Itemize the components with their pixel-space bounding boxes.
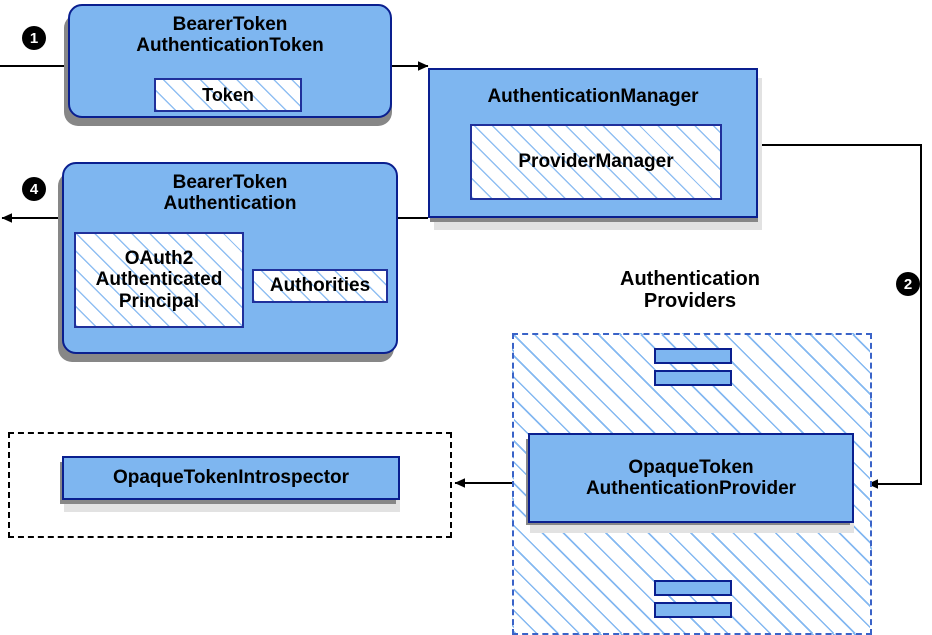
opaque-token-introspector-title: OpaqueTokenIntrospector — [112, 467, 350, 489]
opaque-token-introspector-box[interactable]: OpaqueTokenIntrospector — [62, 456, 400, 500]
provider-bar-bottom-1 — [654, 580, 732, 596]
provider-bar-top-2 — [654, 370, 732, 386]
provider-bar-top-1 — [654, 348, 732, 364]
authentication-providers-label: Authentication Providers — [620, 268, 760, 313]
step-badge-4: 4 — [22, 177, 46, 201]
authorities-inner-box[interactable]: Authorities — [252, 269, 388, 303]
token-inner-box[interactable]: Token — [154, 78, 302, 112]
oauth2-authenticated-principal-inner-box[interactable]: OAuth2 Authenticated Principal — [74, 232, 244, 328]
provider-bar-bottom-2 — [654, 602, 732, 618]
authentication-manager-title: AuthenticationManager — [487, 86, 699, 107]
bearer-token-authentication-box[interactable]: BearerToken Authentication OAuth2 Authen… — [62, 162, 398, 354]
provider-manager-inner-box[interactable]: ProviderManager — [470, 124, 722, 200]
opaque-token-authentication-provider-title: OpaqueToken AuthenticationProvider — [585, 456, 797, 499]
authentication-manager-box[interactable]: AuthenticationManager ProviderManager — [428, 68, 758, 218]
bearer-token-authentication-token-title: BearerToken AuthenticationToken — [136, 14, 324, 57]
step-badge-2: 2 — [896, 272, 920, 296]
bearer-token-authentication-title: BearerToken Authentication — [163, 172, 297, 215]
opaque-token-authentication-provider-box[interactable]: OpaqueToken AuthenticationProvider — [528, 433, 854, 523]
step-badge-1: 1 — [22, 26, 46, 50]
bearer-token-authentication-token-box[interactable]: BearerToken AuthenticationToken Token — [68, 4, 392, 118]
